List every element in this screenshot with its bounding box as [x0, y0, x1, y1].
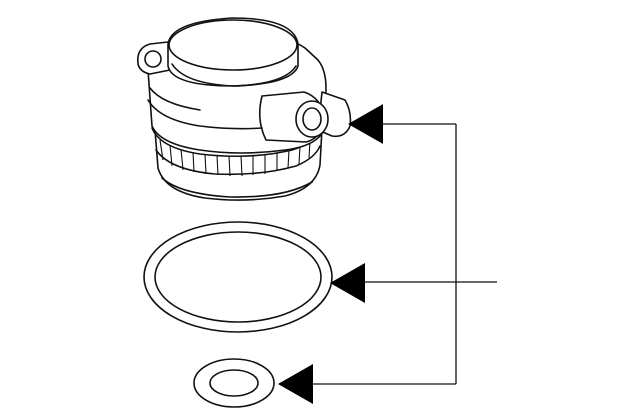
arrow-small-ring-icon [278, 364, 313, 404]
leader-lines [310, 123, 497, 385]
knurl-teeth [159, 139, 311, 177]
housing-illustration [136, 17, 352, 201]
arrow-large-ring-icon [330, 263, 365, 303]
arrow-housing-icon [348, 104, 383, 144]
small-o-ring-illustration [193, 358, 275, 408]
large-o-ring-illustration [143, 221, 333, 333]
